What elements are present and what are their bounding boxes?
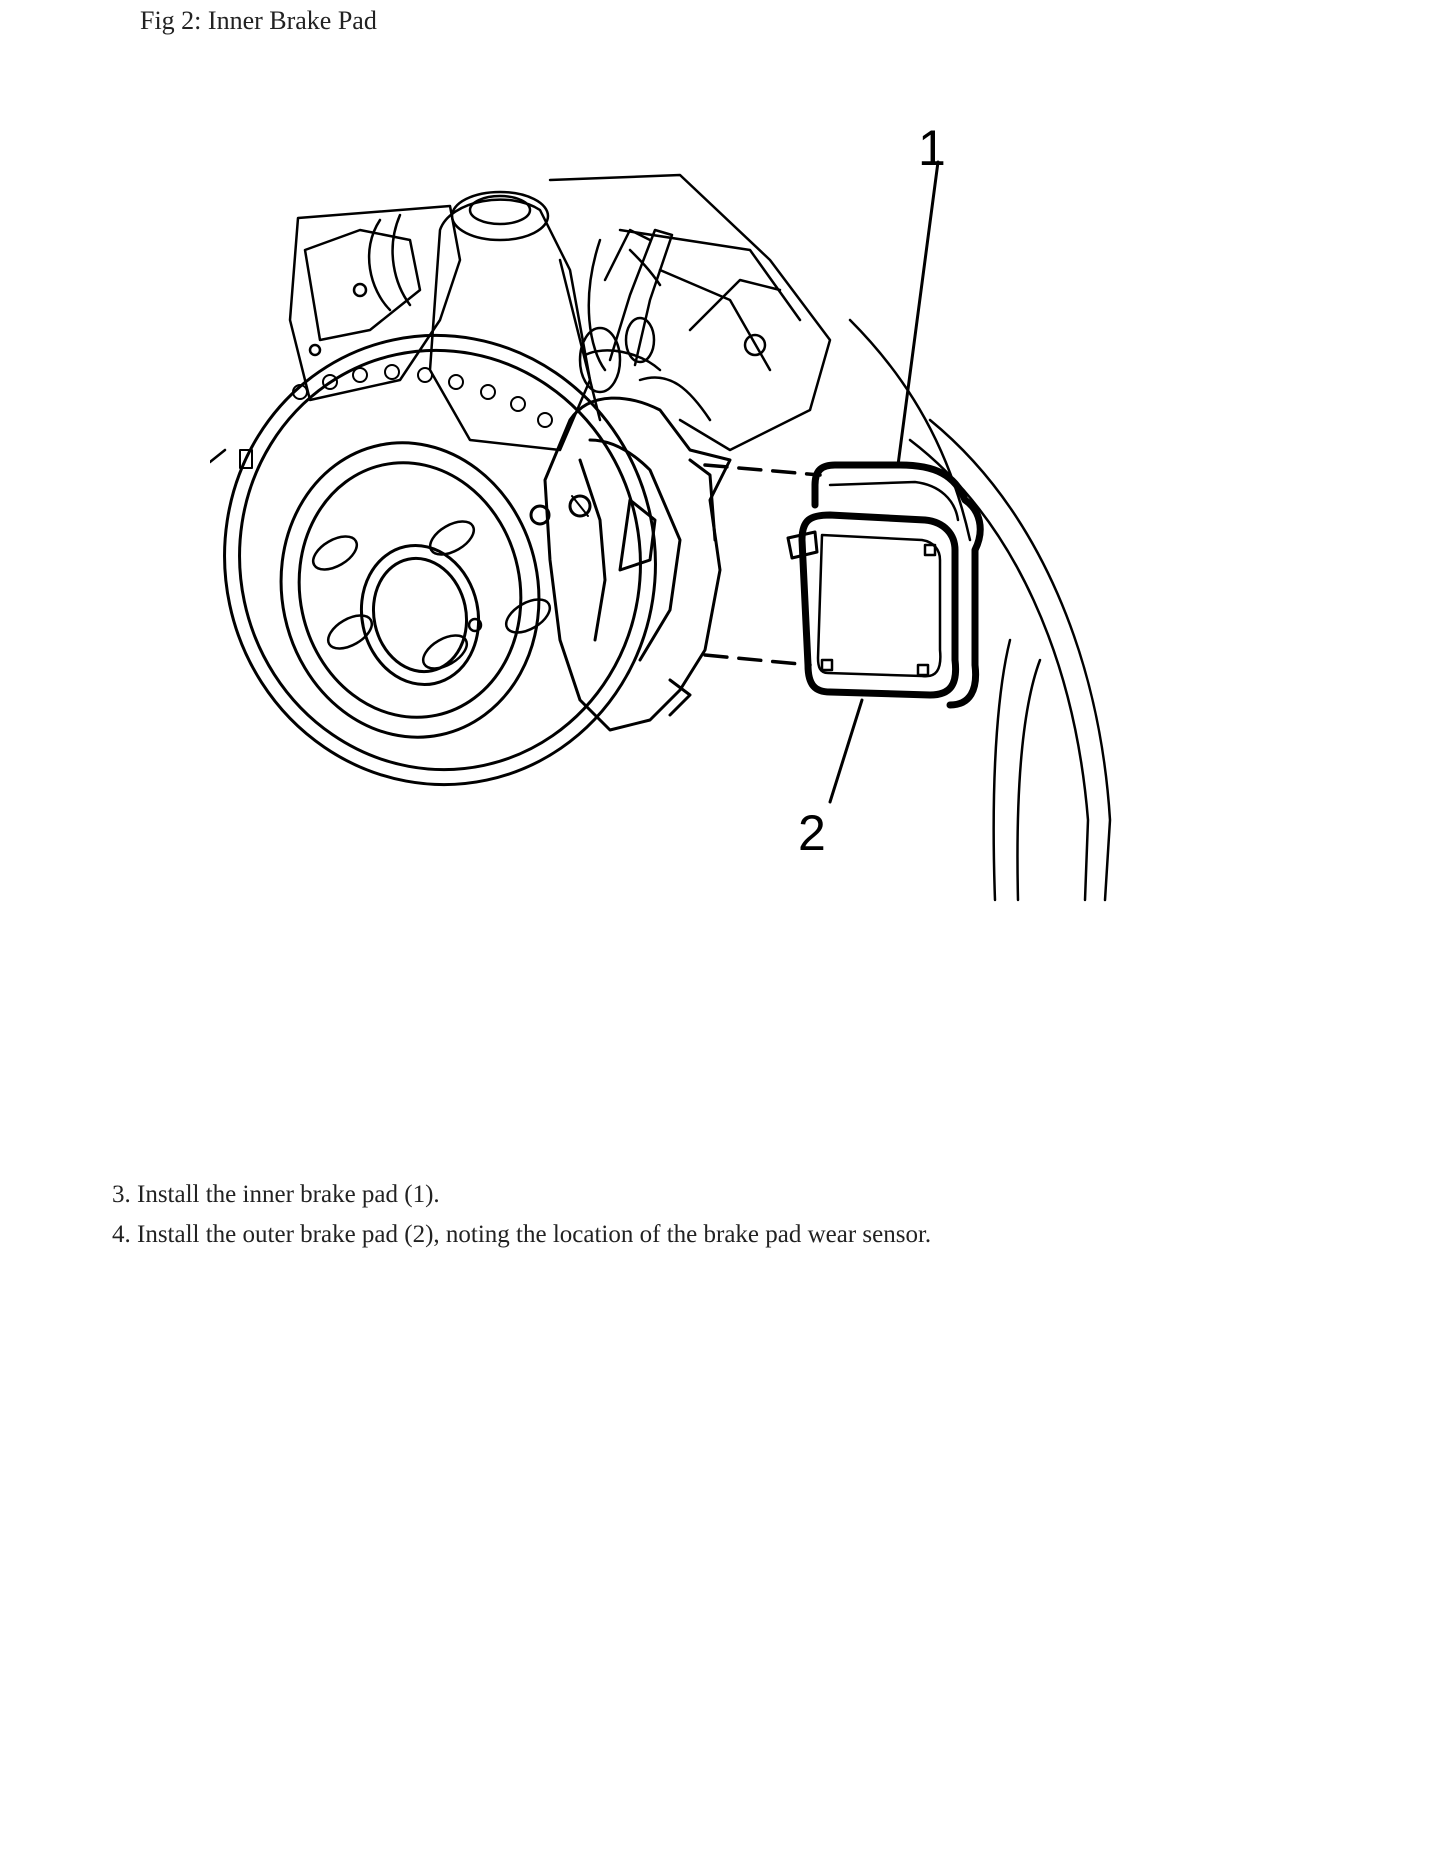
step-number: 4.: [112, 1221, 131, 1248]
callout-2-label: 2: [798, 805, 826, 861]
wheel-well-drawing: [908, 418, 1112, 902]
suspension-strut-drawing: [288, 173, 972, 542]
instruction-steps: 3. Install the inner brake pad (1). 4. I…: [112, 1175, 931, 1255]
step-text: Install the outer brake pad (2), noting …: [137, 1221, 932, 1248]
step-item: 3. Install the inner brake pad (1).: [112, 1175, 931, 1215]
step-number: 3.: [112, 1181, 131, 1208]
callout-1-label: 1: [918, 120, 946, 176]
pad-alignment-lines: [703, 463, 822, 667]
brake-assembly-illustration: 1 2: [210, 120, 1285, 1020]
callout-leaders: [828, 160, 940, 804]
step-text: Install the inner brake pad (1).: [137, 1181, 440, 1208]
brake-caliper-drawing: [529, 228, 732, 732]
inner-brake-pad-drawing: [811, 461, 984, 709]
brake-rotor-drawing: [210, 333, 657, 787]
figure-caption: Fig 2: Inner Brake Pad: [140, 6, 377, 35]
outer-brake-pad-drawing: [786, 511, 960, 699]
step-item: 4. Install the outer brake pad (2), noti…: [112, 1215, 931, 1255]
brake-assembly-drawing: 1 2: [210, 120, 1112, 902]
